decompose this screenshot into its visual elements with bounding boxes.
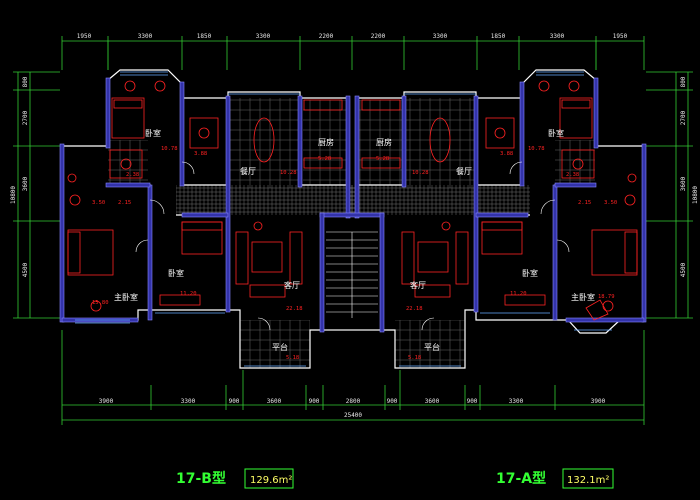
top-dim-2: 3300 bbox=[138, 33, 153, 40]
area-master-right: 18.79 bbox=[598, 294, 615, 300]
room-label-master-right: 主卧室 bbox=[571, 292, 595, 302]
room-label-kitchen-right: 厨房 bbox=[376, 137, 392, 147]
area-store-right: 3.50 bbox=[604, 200, 617, 206]
room-label-balcony-left: 平台 bbox=[272, 342, 288, 352]
bottom-dim-2: 3300 bbox=[181, 398, 196, 405]
left-dim-3: 3600 bbox=[22, 176, 29, 191]
bottom-dim-10: 3300 bbox=[509, 398, 524, 405]
room-label-living-right: 客厅 bbox=[410, 280, 426, 290]
room-label-bedroom-right-mid: 卧室 bbox=[522, 268, 538, 278]
top-dim-9: 3300 bbox=[550, 33, 565, 40]
area-bedroom-right-top: 10.78 bbox=[528, 146, 545, 152]
right-dim-3: 3600 bbox=[680, 176, 687, 191]
bottom-dim-6: 2800 bbox=[346, 398, 361, 405]
room-label-master-left: 主卧室 bbox=[114, 292, 138, 302]
bottom-dim-3: 900 bbox=[229, 398, 240, 405]
area-hall-left: 2.15 bbox=[118, 200, 131, 206]
area-bath-left: 3.88 bbox=[194, 151, 207, 157]
bottom-dim-5: 900 bbox=[309, 398, 320, 405]
room-label-dining-left: 餐厅 bbox=[240, 167, 256, 176]
area-balcony-left: 5.18 bbox=[286, 355, 299, 361]
room-label-kitchen-left: 厨房 bbox=[318, 137, 334, 147]
unit-type-left-area-box bbox=[244, 468, 294, 489]
room-label-balcony-right: 平台 bbox=[424, 342, 440, 352]
area-kitchen-right: 5.28 bbox=[376, 156, 389, 162]
room-label-bedroom-left-mid: 卧室 bbox=[168, 268, 184, 278]
unit-type-right-name: 17-A型 bbox=[496, 470, 546, 487]
top-dim-7: 3300 bbox=[433, 33, 448, 40]
area-balcony-right: 5.18 bbox=[408, 355, 421, 361]
area-wc-right: 2.38 bbox=[566, 172, 579, 178]
bottom-dim-4: 3600 bbox=[267, 398, 282, 405]
unit-type-right-area-box bbox=[562, 468, 614, 489]
area-dining-right: 10.28 bbox=[412, 170, 429, 176]
area-dining-left: 10.28 bbox=[280, 170, 297, 176]
top-dim-8: 1850 bbox=[491, 33, 506, 40]
top-dim-5: 2200 bbox=[319, 33, 334, 40]
stair-treads bbox=[326, 231, 378, 318]
top-dim-3: 1850 bbox=[197, 33, 212, 40]
area-living-right: 22.18 bbox=[406, 306, 423, 312]
room-label-bedroom-right-top: 卧室 bbox=[548, 128, 564, 138]
bottom-dim-9: 900 bbox=[467, 398, 478, 405]
windows bbox=[75, 71, 612, 367]
bottom-dim-8: 3600 bbox=[425, 398, 440, 405]
left-dim-1: 800 bbox=[22, 76, 29, 87]
right-dim-4: 4500 bbox=[680, 262, 687, 277]
area-kitchen-left: 5.28 bbox=[318, 156, 331, 162]
bottom-dim-11: 3900 bbox=[591, 398, 606, 405]
left-total-dim: 10800 bbox=[10, 186, 17, 204]
area-bath-right: 3.88 bbox=[500, 151, 513, 157]
right-dim-2: 2700 bbox=[680, 110, 687, 125]
area-bedroom-left-mid: 11.20 bbox=[180, 291, 197, 297]
area-bedroom-right-mid: 11.20 bbox=[510, 291, 527, 297]
left-dim-4: 4500 bbox=[22, 262, 29, 277]
unit-type-left-area: 129.6m² bbox=[250, 475, 292, 486]
room-label-dining-right: 餐厅 bbox=[456, 167, 472, 176]
top-dim-4: 3300 bbox=[256, 33, 271, 40]
unit-type-left-name: 17-B型 bbox=[176, 470, 226, 487]
doors bbox=[135, 161, 570, 331]
left-dim-2: 2700 bbox=[22, 110, 29, 125]
area-master-left: 15.80 bbox=[92, 300, 109, 306]
bottom-dim-1: 3900 bbox=[99, 398, 114, 405]
right-total-dim: 10800 bbox=[692, 186, 699, 204]
top-dim-10: 1950 bbox=[613, 33, 628, 40]
area-bedroom-left-top: 10.78 bbox=[161, 146, 178, 152]
tiled-floors bbox=[108, 98, 595, 368]
room-label-bedroom-left-top: 卧室 bbox=[145, 128, 161, 138]
unit-type-right-area: 132.1m² bbox=[567, 475, 609, 486]
area-store-left: 3.50 bbox=[92, 200, 105, 206]
area-living-left: 22.18 bbox=[286, 306, 303, 312]
top-dim-1: 1950 bbox=[77, 33, 92, 40]
furniture bbox=[67, 80, 638, 321]
right-dim-1: 800 bbox=[680, 76, 687, 87]
dimension-lines bbox=[13, 36, 693, 425]
top-dim-6: 2200 bbox=[371, 33, 386, 40]
total-width-dim: 25400 bbox=[344, 412, 362, 419]
wall-fills bbox=[59, 77, 647, 333]
area-hall-right: 2.15 bbox=[578, 200, 591, 206]
bottom-dim-7: 900 bbox=[387, 398, 398, 405]
room-label-living-left: 客厅 bbox=[284, 280, 300, 290]
area-wc-left: 2.38 bbox=[126, 172, 139, 178]
